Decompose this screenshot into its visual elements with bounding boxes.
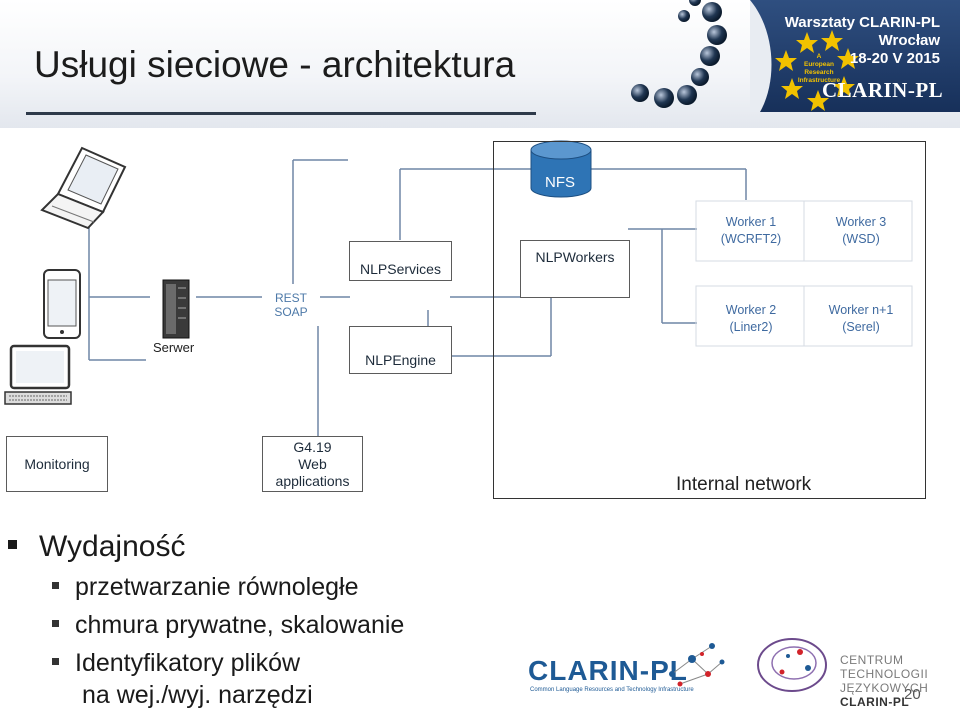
event-name: Warsztaty CLARIN-PL <box>784 14 940 31</box>
bullet-main: Wydajność <box>8 530 185 564</box>
worker-n1: Worker n+1 (Serel) <box>806 302 916 336</box>
worker-1-tool: (WCRFT2) <box>720 232 782 246</box>
page-number: 20 <box>904 686 921 703</box>
worker-3-tool: (WSD) <box>842 232 880 246</box>
decorative-ball-icons <box>631 0 727 108</box>
slide-title: Usługi sieciowe - architektura <box>34 44 516 85</box>
svg-text:European: European <box>804 61 834 68</box>
worker-2-name: Worker 2 <box>725 303 777 317</box>
svg-text:Research: Research <box>804 69 833 76</box>
header-decoration: A European Research Infrastructure <box>631 0 960 112</box>
nlpengine-node: NLPEngine <box>349 326 452 374</box>
eu-star-circle-icon <box>775 30 859 111</box>
ctj-line1: CENTRUM TECHNOLOGII <box>840 653 929 681</box>
svg-text:Infrastructure: Infrastructure <box>798 77 841 84</box>
worker-2-tool: (Liner2) <box>729 320 773 334</box>
bullet-item: Identyfikatory plików <box>52 648 300 678</box>
bullet-item-continuation: na wej./wyj. narzędzi <box>82 681 313 709</box>
worker-1: Worker 1 (WCRFT2) <box>697 214 805 248</box>
laptop-icon <box>40 146 127 230</box>
internal-network-label: Internal network <box>676 474 812 495</box>
event-city: Wrocław <box>878 32 940 49</box>
svg-text:A: A <box>817 53 822 60</box>
applications-label: applications <box>275 472 350 489</box>
bullet-item-text: Identyfikatory plików <box>75 649 301 677</box>
event-info: Warsztaty CLARIN-PL Wrocław 18-20 V 2015 <box>750 14 940 68</box>
eu-badge-text: A European Research Infrastructure <box>798 53 841 84</box>
nlpservices-label: NLPServices <box>360 261 441 277</box>
bullet-main-text: Wydajność <box>39 530 186 563</box>
bullet-square-icon <box>52 619 59 627</box>
desktop-computer-icon <box>4 344 72 405</box>
smartphone-icon <box>43 269 81 339</box>
diagram-connectors <box>88 159 747 436</box>
ctj-logo-text: CENTRUM TECHNOLOGII JĘZYKOWYCH CLARIN-PL <box>840 653 960 709</box>
bullet-item: chmura prywatne, skalowanie <box>52 610 404 640</box>
web-label: Web <box>298 455 327 472</box>
nlpservices-node: NLPServices <box>349 241 452 281</box>
monitoring-label: Monitoring <box>24 456 90 472</box>
rest-soap-node: REST SOAP <box>262 284 320 326</box>
server-rack-icon <box>162 279 190 339</box>
rest-label: REST <box>274 291 307 305</box>
g419-web-apps-node: G4.19 Web applications <box>262 436 363 492</box>
nfs-storage-icon <box>530 140 592 198</box>
nlpworkers-label: NLPWorkers <box>535 249 615 265</box>
worker-3: Worker 3 (WSD) <box>806 214 916 248</box>
clarin-pl-logo: CLARIN-PL <box>528 655 688 686</box>
worker-n1-name: Worker n+1 <box>828 303 894 317</box>
bullet-square-icon <box>52 657 59 665</box>
g419-label: G4.19 <box>293 438 332 455</box>
worker-1-name: Worker 1 <box>725 215 777 229</box>
bullet-item: przetwarzanie równoległe <box>52 572 358 602</box>
title-underline <box>26 112 536 115</box>
worker-grid <box>695 200 913 347</box>
nlpengine-label: NLPEngine <box>365 352 436 368</box>
worker-3-name: Worker 3 <box>835 215 887 229</box>
bullet-square-icon <box>52 581 59 589</box>
clarin-network-icon <box>669 643 725 687</box>
ctj-line2b: CLARIN-PL <box>840 695 910 709</box>
nfs-label: NFS <box>545 174 575 191</box>
clarin-header-logo: CLARIN-PL <box>822 78 944 102</box>
ctj-line2a: JĘZYKOWYCH <box>840 681 929 695</box>
clarin-pl-subtitle: Common Language Resources and Technology… <box>530 687 694 693</box>
server-label: Serwer <box>153 340 195 355</box>
worker-n1-tool: (Serel) <box>842 320 880 334</box>
event-dates: 18-20 V 2015 <box>849 50 940 67</box>
nlpworkers-node: NLPWorkers <box>520 240 630 298</box>
monitoring-node: Monitoring <box>6 436 108 492</box>
ctj-logo-icon <box>757 638 827 692</box>
client-devices <box>4 146 127 405</box>
bullet-item-text: przetwarzanie równoległe <box>75 573 359 601</box>
bullet-square-icon <box>8 539 17 549</box>
internal-network-frame <box>493 141 926 499</box>
soap-label: SOAP <box>274 305 308 319</box>
bullet-item-text: chmura prywatne, skalowanie <box>75 611 405 639</box>
worker-2: Worker 2 (Liner2) <box>697 302 805 336</box>
